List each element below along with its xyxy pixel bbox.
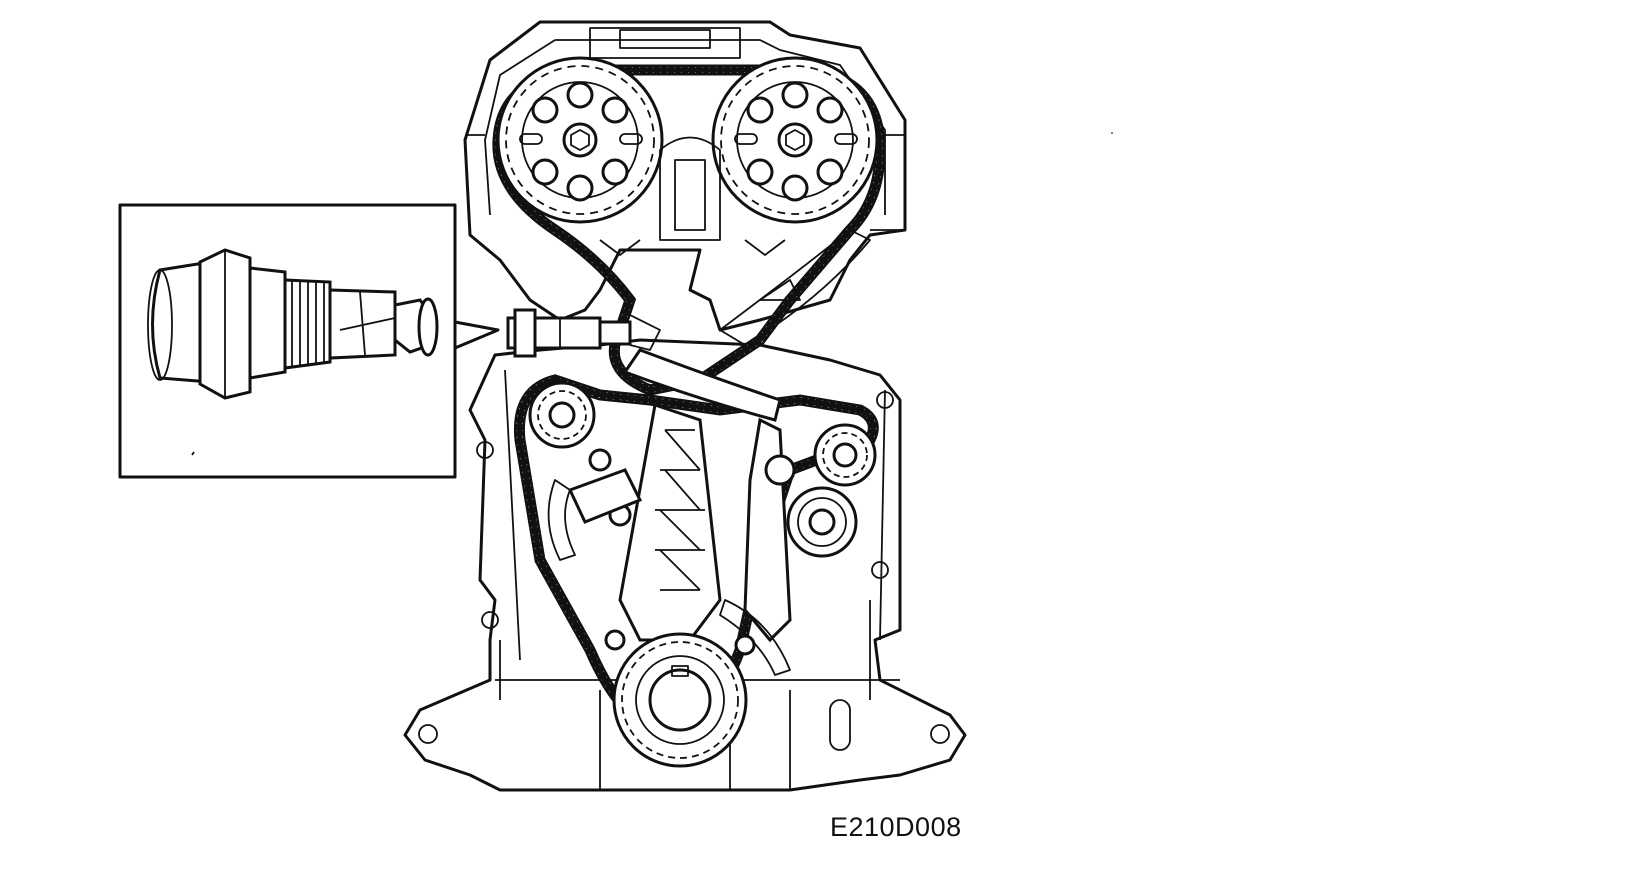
balance-shaft-tensioner — [547, 468, 643, 561]
intake-camshaft-sprocket — [496, 56, 664, 224]
chain-guide-upper — [719, 229, 871, 346]
exhaust-camshaft-sprocket — [711, 56, 879, 224]
tensioner-arm — [618, 348, 782, 642]
chain-tensioner — [506, 308, 661, 358]
idler-pulley — [764, 454, 858, 558]
speck — [1111, 132, 1113, 134]
crankshaft-sprocket — [604, 629, 756, 768]
left-idler-sprocket — [528, 381, 632, 527]
center-cam-gear — [599, 136, 786, 256]
tensioner-detail-inset — [118, 203, 500, 479]
figure-code: E210D008 — [830, 812, 962, 842]
oil-pump-sprocket — [813, 423, 877, 487]
